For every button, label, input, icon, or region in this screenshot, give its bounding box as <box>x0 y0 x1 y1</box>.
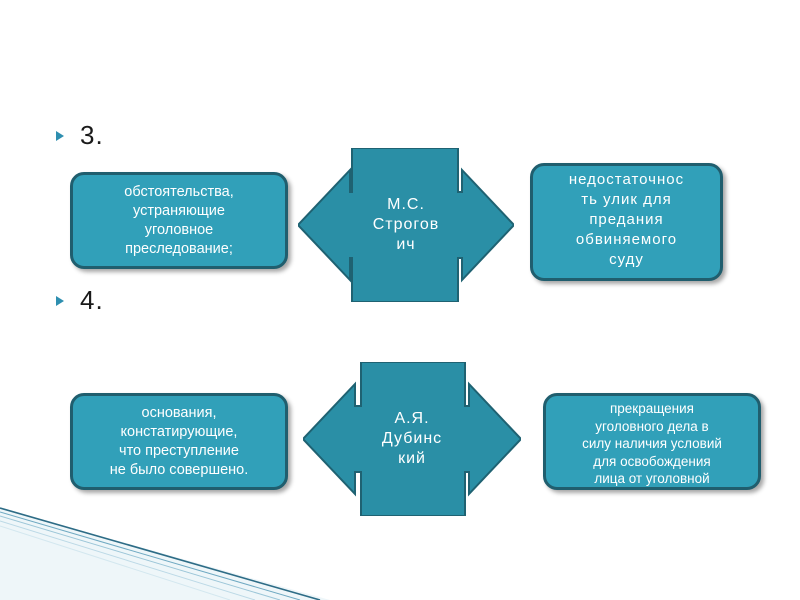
bullet-marker-icon <box>56 295 64 306</box>
right-box-1: недостаточнос ть улик для предания обвин… <box>530 163 723 281</box>
double-arrow-2-shape <box>303 362 521 516</box>
bullet-text: 3. <box>80 120 104 150</box>
bullet-marker-icon <box>56 130 64 141</box>
decorative-stripes <box>0 507 330 600</box>
double-arrow-1: М.С. Строгов ич <box>298 148 514 302</box>
right-box-1-text: недостаточнос ть улик для предания обвин… <box>568 171 685 268</box>
double-arrow-1-shape <box>298 148 514 302</box>
left-box-2-text: основания, констатирующие, что преступле… <box>109 404 249 478</box>
right-box-2-text: прекращения уголовного дела в силу налич… <box>582 401 722 486</box>
bullet-item-3: 3. <box>56 120 104 151</box>
left-box-1-text: обстоятельства, устраняющие уголовное пр… <box>124 183 234 257</box>
bullet-text: 4. <box>80 285 104 315</box>
center-label-1: М.С. Строгов ич <box>372 196 440 253</box>
right-box-2: прекращения уголовного дела в силу налич… <box>543 393 761 490</box>
left-box-2: основания, констатирующие, что преступле… <box>70 393 288 490</box>
bullet-item-4: 4. <box>56 285 104 316</box>
double-arrow-2: А.Я. Дубинс кий <box>303 362 521 516</box>
center-label-2: А.Я. Дубинс кий <box>381 410 443 467</box>
left-box-1: обстоятельства, устраняющие уголовное пр… <box>70 172 288 269</box>
